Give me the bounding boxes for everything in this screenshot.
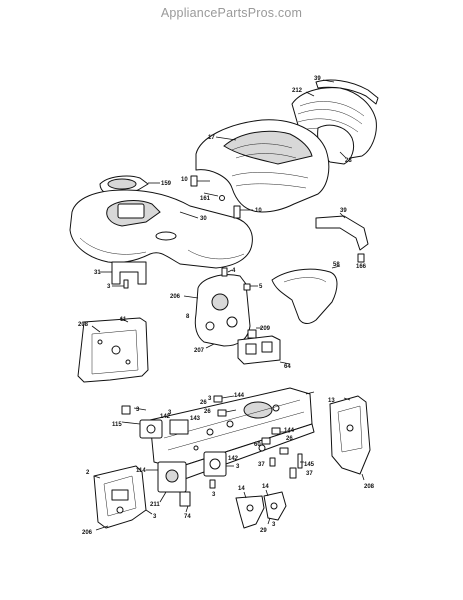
callout-161: 161 <box>200 196 211 202</box>
callout-114: 114 <box>136 468 146 474</box>
callout-60: 60 <box>254 442 261 448</box>
callout-115: 115 <box>112 422 122 428</box>
callout-3: 3 <box>236 464 240 470</box>
callout-211: 211 <box>150 502 160 508</box>
callout-14: 14 <box>262 484 269 490</box>
callout-3: 3 <box>136 407 140 413</box>
callout-11: 11 <box>120 317 127 323</box>
callout-212: 212 <box>292 88 303 94</box>
callout-14: 14 <box>238 486 245 492</box>
front-axle-brackets <box>121 405 234 513</box>
side-plate-right <box>329 395 371 481</box>
callout-8: 8 <box>186 314 190 320</box>
callout-207: 207 <box>194 348 205 354</box>
callout-30: 30 <box>200 216 207 222</box>
callout-5: 5 <box>259 284 263 290</box>
callout-3: 3 <box>153 514 157 520</box>
callout-143: 143 <box>190 416 201 422</box>
pan-hardware <box>190 175 253 219</box>
callout-28: 28 <box>345 158 352 164</box>
callout-26: 26 <box>286 436 293 442</box>
callout-159: 159 <box>161 181 172 187</box>
callout-3: 3 <box>107 284 111 290</box>
callout-26: 26 <box>204 409 211 415</box>
hood-bracket-right <box>315 212 369 263</box>
callout-64: 64 <box>284 364 291 370</box>
front-bumper-bracket <box>93 465 153 531</box>
callout-74: 74 <box>184 514 191 520</box>
callout-144: 144 <box>284 428 295 434</box>
callout-39: 39 <box>340 208 347 214</box>
callout-208: 208 <box>78 322 89 328</box>
dash-panel <box>183 267 291 365</box>
callout-39: 39 <box>314 76 321 82</box>
grille-assembly <box>291 79 379 165</box>
callout-10: 10 <box>181 177 188 183</box>
callout-13: 13 <box>328 398 335 404</box>
callout-142: 142 <box>228 456 239 462</box>
callout-31: 31 <box>94 270 101 276</box>
side-plate-left <box>77 317 149 383</box>
lower-brackets <box>235 489 287 529</box>
frame-hardware-top <box>213 395 237 417</box>
callout-58: 58 <box>333 262 340 268</box>
callout-4: 4 <box>232 268 236 274</box>
callout-208: 208 <box>364 484 375 490</box>
callout-26: 26 <box>200 400 207 406</box>
frame-hardware-right <box>258 427 304 479</box>
watermark-text: AppliancePartsPros.com <box>160 6 303 20</box>
callout-3: 3 <box>168 410 172 416</box>
callout-3: 3 <box>208 396 212 402</box>
callout-10: 10 <box>255 208 262 214</box>
fender-pan <box>69 189 253 269</box>
callout-3: 3 <box>212 492 216 498</box>
callout-206: 206 <box>82 530 93 536</box>
callout-166: 166 <box>356 264 367 270</box>
callout-142: 142 <box>160 414 171 420</box>
callout-37: 37 <box>258 462 265 468</box>
callout-209: 209 <box>260 326 271 332</box>
callout-145: 145 <box>304 462 315 468</box>
callout-2: 2 <box>86 470 90 476</box>
callout-144: 144 <box>234 393 245 399</box>
callout-17: 17 <box>208 135 215 141</box>
callout-3: 3 <box>272 522 276 528</box>
battery-tray <box>271 265 341 324</box>
callout-29: 29 <box>260 528 267 534</box>
callout-labels: 39 212 28 17 159 10 161 10 30 39 166 58 … <box>78 76 375 536</box>
hood <box>195 119 330 213</box>
callout-37: 37 <box>306 471 313 477</box>
callout-206: 206 <box>170 294 181 300</box>
pan-support-bracket <box>100 261 147 289</box>
